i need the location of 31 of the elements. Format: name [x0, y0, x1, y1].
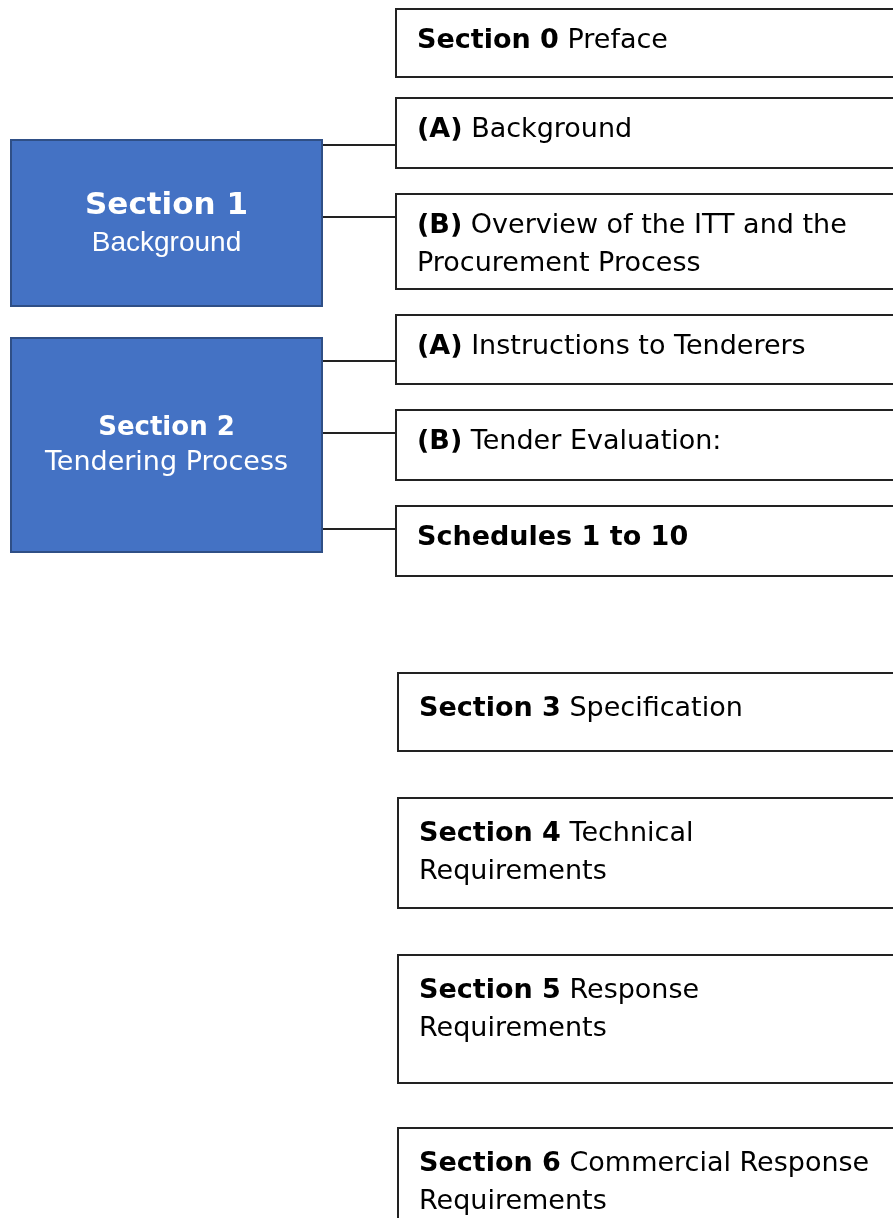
content-box: [397, 797, 893, 909]
content-box: [395, 8, 893, 78]
content-box: [395, 314, 893, 385]
connector-line: [322, 432, 396, 434]
box-text: Section 6 Commercial Response Requirements: [419, 1145, 871, 1217]
box-text: (A) Background: [417, 111, 633, 145]
connector-line: [322, 216, 396, 218]
content-box: [397, 1127, 893, 1218]
connector-line: [322, 144, 396, 146]
box-text: Section 4 Technical Requirements: [419, 815, 695, 887]
box-text: Section 0 Preface: [417, 22, 668, 56]
section-heading: Section 1: [85, 184, 248, 222]
box-text: (B) Overview of the ITT and the Procurement Process: [417, 207, 848, 279]
box-text: (A) Instructions to Tenderers: [417, 328, 806, 362]
section-heading: Section 2: [98, 410, 235, 442]
content-box: [395, 97, 893, 169]
section-box: [10, 337, 323, 553]
content-box: [397, 954, 893, 1084]
section-title: Tendering Process: [44, 443, 289, 478]
section-box: [10, 139, 323, 307]
connector-line: [322, 528, 396, 530]
content-box: [395, 409, 893, 481]
content-box: [395, 193, 893, 290]
box-text: Section 3 Specification: [419, 690, 743, 724]
connector-line: [322, 360, 396, 362]
content-box: [395, 505, 893, 577]
box-text: Section 5 Response Requirements: [419, 972, 701, 1044]
section-title: Background: [91, 225, 242, 259]
box-text: Schedules 1 to 10: [417, 519, 689, 553]
content-box: [397, 672, 893, 752]
box-text: (B) Tender Evaluation:: [417, 423, 722, 457]
